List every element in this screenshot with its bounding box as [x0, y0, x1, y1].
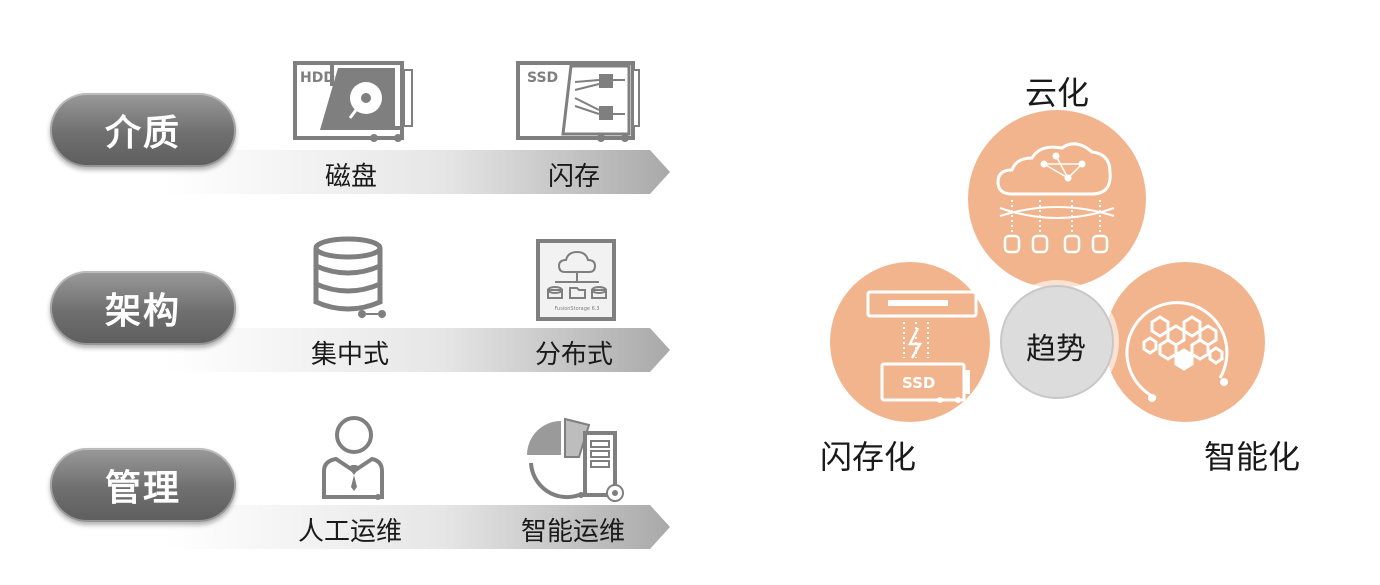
band-label-right: 智能运维: [521, 517, 626, 547]
trend-top-label: 云化: [1025, 74, 1090, 112]
row-medium: 磁盘 闪存 介质 HDD SSD: [0, 60, 700, 194]
person-icon: [322, 416, 384, 500]
cloud-network-icon: [996, 142, 1115, 254]
ai-brain-icon: [1125, 301, 1229, 402]
row-architecture: 集中式 分布式 架构 FusionStorage 6.3: [0, 236, 700, 372]
category-pill: 介质: [50, 93, 236, 167]
band-label-left: 人工运维: [298, 517, 403, 547]
ssd-badge-text: SSD: [902, 374, 935, 392]
smart-ops-icon: [527, 417, 624, 502]
arrow-band: 人工运维 智能运维: [165, 505, 670, 549]
center-circle: [1000, 285, 1114, 399]
arrow-band: 磁盘 闪存: [165, 150, 670, 194]
hdd-icon: HDD: [293, 61, 413, 142]
band-label-right: 闪存: [548, 162, 601, 192]
ssd-text: SSD: [527, 70, 558, 86]
distributed-storage-icon: FusionStorage 6.3: [536, 239, 616, 321]
cloud-circle: [968, 110, 1146, 288]
arrow-band: 集中式 分布式: [165, 328, 670, 372]
band-label-right: 分布式: [535, 340, 614, 370]
band-label-left: 磁盘: [325, 162, 378, 192]
trend-left-label: 闪存化: [820, 438, 917, 476]
category-pill: 架构: [50, 271, 236, 345]
fusion-text: FusionStorage 6.3: [554, 306, 599, 312]
category-pill: 管理: [50, 448, 236, 522]
ssd-icon: SSD: [516, 61, 640, 142]
flash-storage-icon: SSD: [866, 290, 978, 403]
band-label-left: 集中式: [311, 340, 390, 370]
database-icon: [313, 236, 386, 318]
trend-diagram: SSD 趋势 云化 闪存化 智能化: [800, 60, 1320, 480]
row-management: 人工运维 智能运维 管理: [0, 415, 700, 549]
trend-center-label: 趋势: [1026, 332, 1086, 367]
trend-right-label: 智能化: [1204, 438, 1301, 476]
hdd-text: HDD: [300, 70, 335, 86]
